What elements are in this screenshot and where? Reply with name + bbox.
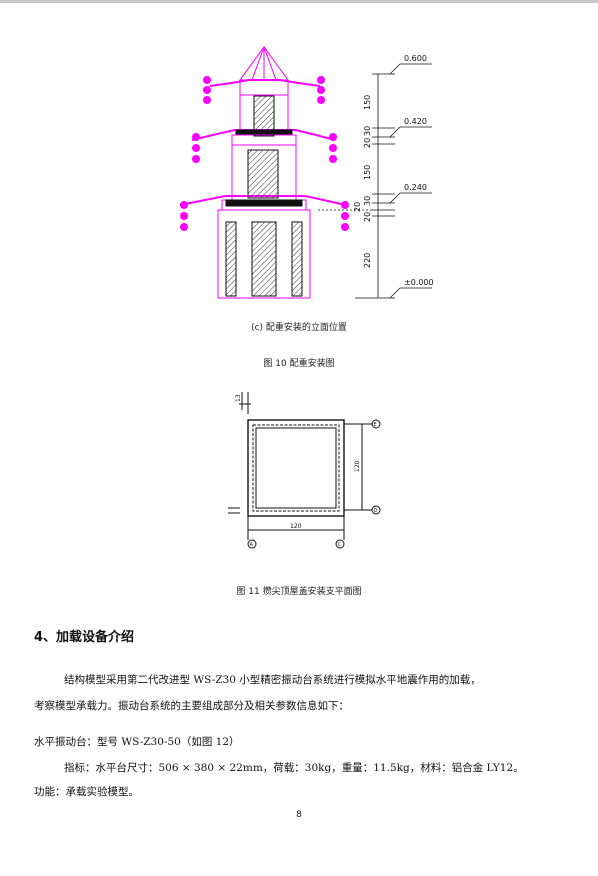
dim-label: 20	[353, 202, 362, 212]
elevation-label: ±0.000	[404, 278, 434, 287]
axis-label: A	[250, 542, 254, 548]
figure-10-subcaption: (c) 配重安装的立面位置	[251, 323, 347, 333]
axis-label: D	[374, 508, 378, 514]
axis-label: E	[374, 422, 377, 428]
dim-label: 30	[363, 196, 372, 206]
spec-line: 指标：水平台尺寸：506 × 380 × 22mm，荷载：30kg，重量：11.…	[64, 762, 524, 774]
figure-10-caption: 图 10 配重安装图	[263, 359, 335, 369]
dim-label: 150	[363, 95, 372, 110]
dim-bottom-label: 120	[290, 523, 302, 530]
dim-label: 20	[363, 212, 372, 222]
paragraph-line: 结构模型采用第二代改进型 WS-Z30 小型精密振动台系统进行模拟水平地震作用的…	[64, 674, 481, 686]
equipment-title: 水平振动台：型号 WS-Z30-50（如图 12）	[34, 736, 240, 748]
weight-markers	[180, 76, 349, 231]
dimension-chain	[318, 63, 432, 299]
dim-label: 150	[363, 165, 372, 180]
top-border	[0, 0, 598, 3]
figure-10-elevation: 150 30 20 150 30 20 20 220 0.600 0.420 0…	[179, 45, 434, 299]
dim-label: 30	[363, 126, 372, 136]
figure-11-caption: 图 11 攒尖顶屋盖安装支平面图	[236, 587, 362, 597]
page-number: 8	[296, 810, 302, 820]
elevation-label: 0.240	[404, 183, 427, 192]
axis-label: C	[338, 542, 342, 548]
figure-11-plan: 13 120 120 E D A C	[228, 392, 381, 549]
dimension-labels: 150 30 20 150 30 20 20 220 0.600 0.420 0…	[353, 54, 434, 287]
dim-label: 220	[363, 253, 372, 268]
elevation-label: 0.600	[404, 54, 427, 63]
section-heading: 4、加载设备介绍	[34, 630, 135, 645]
core-columns	[225, 95, 303, 297]
elevation-label: 0.420	[404, 117, 427, 126]
dim-top-label: 13	[235, 394, 242, 402]
dim-label: 20	[363, 138, 372, 148]
function-line: 功能：承载实验模型。	[34, 786, 139, 798]
paragraph-line: 考察模型承载力。振动台系统的主要组成部分及相关参数信息如下：	[34, 700, 349, 712]
dim-right-label: 120	[354, 460, 361, 472]
